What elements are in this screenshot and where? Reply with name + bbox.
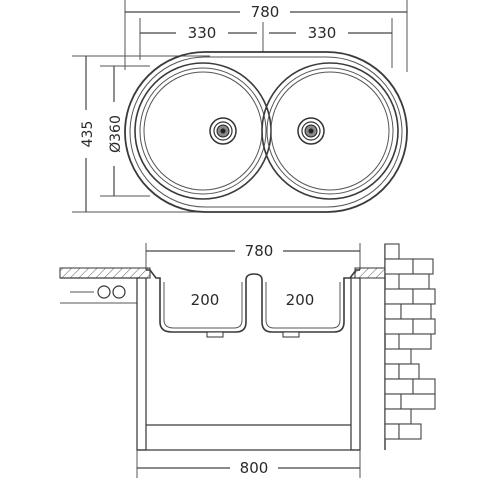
cabinet-front [60,277,140,304]
bowl-depth-right-label: 200 [286,291,315,309]
brick-wall [384,243,436,450]
cabinet-width-label: 800 [240,459,269,477]
knob-icon [112,285,126,299]
left-drain-icon [209,117,237,145]
right-bowl [261,62,399,200]
bowl-width-dimensions: 330 330 [140,24,392,42]
overall-depth-dimension: 435 [80,56,96,212]
bowl-diameter-label: Ø360 [108,115,124,153]
bowl-width-right-label: 330 [308,24,337,42]
overall-width-dimension: 780 [125,3,407,21]
left-bowl [134,62,272,200]
cabinet-walls [136,277,361,451]
sink-section [146,269,360,338]
bowl-diameter-dimension: Ø360 [108,66,124,196]
overall-width-label: 780 [251,3,280,21]
top-view: 780 330 330 435 Ø360 [72,0,408,213]
bowl-depth-left-label: 200 [191,291,220,309]
section-top-width-label: 780 [245,242,274,260]
overall-depth-label: 435 [80,121,96,148]
section-top-width-dimension: 780 [146,242,360,260]
knob-icon [97,285,111,299]
cabinet-width-dimension: 800 [137,459,360,477]
countertop [59,267,386,279]
section-view: 780 [59,242,436,478]
right-drain-icon [297,117,325,145]
sink-outline [124,51,408,213]
bowl-width-left-label: 330 [188,24,217,42]
